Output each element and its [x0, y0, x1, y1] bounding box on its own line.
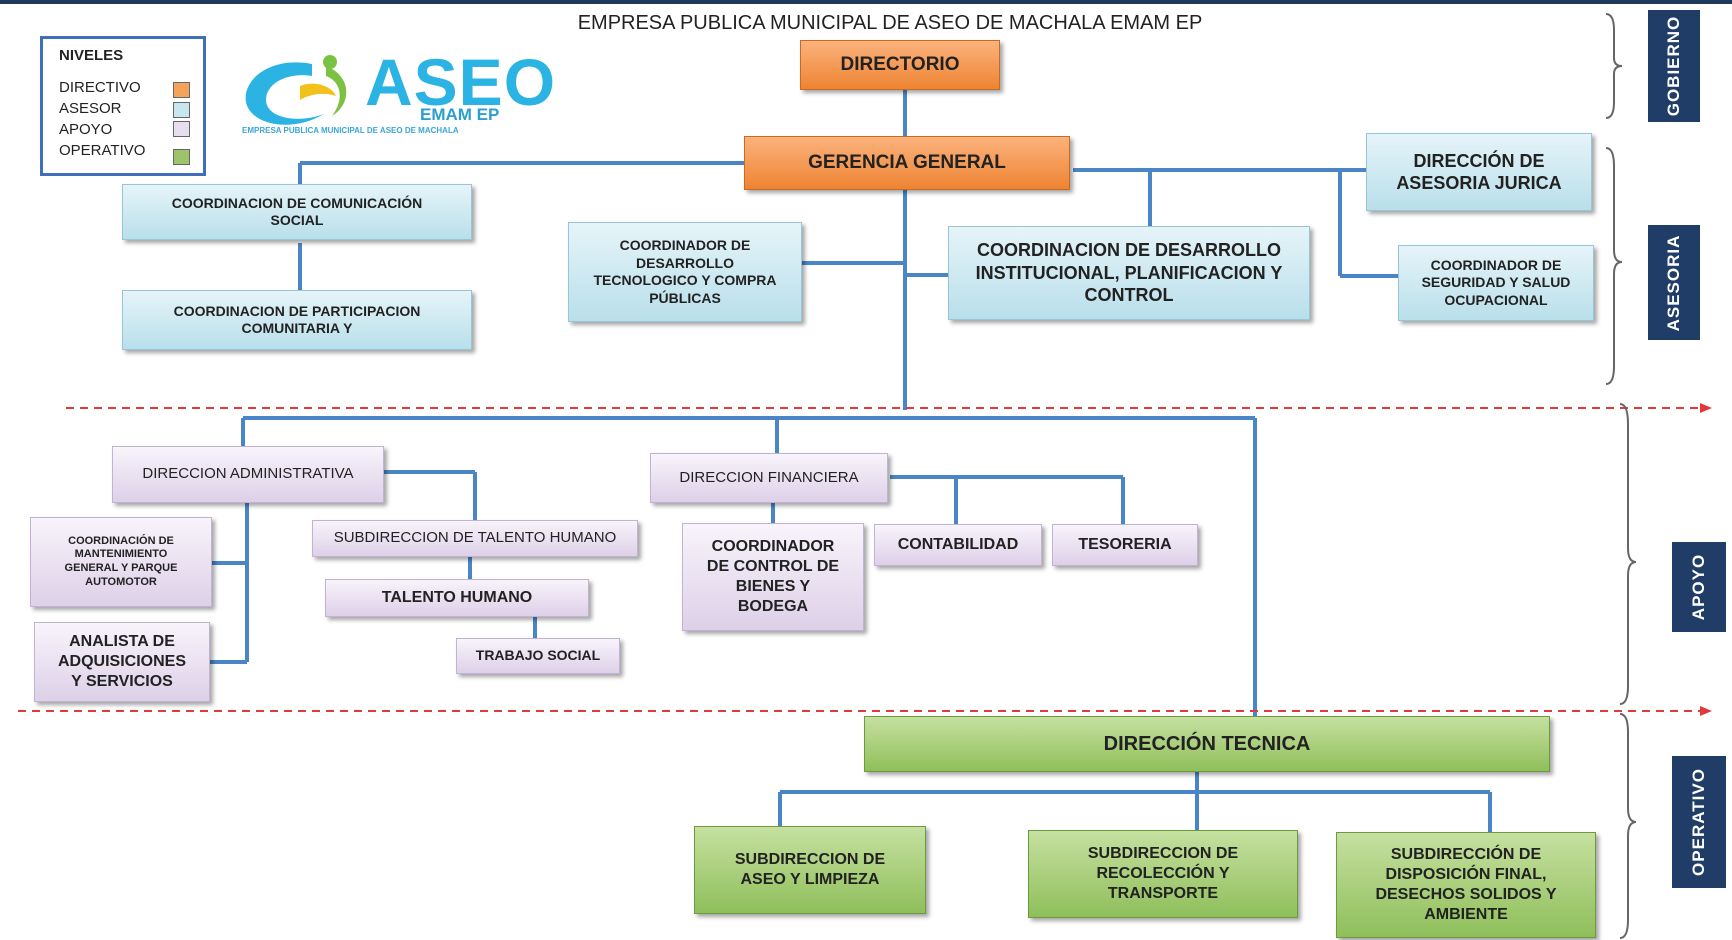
node-tesoreria: TESORERIA [1052, 524, 1198, 566]
node-direccion-administrativa: DIRECCION ADMINISTRATIVA [112, 446, 384, 503]
node-com-social-line1: COORDINACION DE COMUNICACIÓN [171, 194, 423, 211]
node-dir-tecnica-label: DIRECCIÓN TECNICA [1103, 732, 1311, 755]
node-desarrollo-tec-line1: COORDINADOR DE [619, 237, 751, 253]
node-disposicion-final: SUBDIRECCIÓN DE DISPOSICIÓN FINAL, DESECHO… [1336, 832, 1596, 938]
level-apoyo: APOYO [1672, 542, 1726, 632]
node-mantenimiento-line4: AUTOMOTOR [85, 575, 157, 588]
node-disposicion-line2: DISPOSICIÓN FINAL, [1385, 866, 1547, 883]
node-dir-financiera-label: DIRECCION FINANCIERA [679, 468, 859, 486]
node-contabilidad: CONTABILIDAD [874, 524, 1042, 566]
node-desarrollo-tec-line4: PÚBLICAS [649, 289, 721, 306]
node-direccion-tecnica: DIRECCIÓN TECNICA [864, 716, 1550, 772]
level-operativo-label: OPERATIVO [1689, 768, 1708, 876]
node-desarrollo-tec-line3: TECNOLOGICO Y COMPRA [593, 272, 777, 288]
level-gobierno-label: GOBIERNO [1664, 15, 1683, 117]
logo-swirl-icon [245, 55, 347, 125]
node-disposicion-line1: SUBDIRECCIÓN DE [1390, 846, 1542, 863]
legend-swatch-directivo [173, 82, 190, 98]
legend-title: NIVELES [59, 47, 124, 64]
node-participacion-line1: COORDINACION DE PARTICIPACION [173, 302, 421, 319]
node-aseo-line1: SUBDIRECCION DE [734, 851, 886, 868]
node-bienes-line4: BODEGA [737, 598, 809, 615]
node-aseo-line2: ASEO Y LIMPIEZA [740, 871, 880, 888]
node-desarrollo-inst-line1: COORDINACION DE DESARROLLO [976, 240, 1281, 261]
logo-word: ASEO [365, 45, 557, 119]
node-subdir-talento-label: SUBDIRECCION DE TALENTO HUMANO [333, 529, 617, 547]
node-talento-humano: TALENTO HUMANO [325, 579, 589, 617]
legend-label-operativo: OPERATIVO [59, 142, 146, 159]
node-desarrollo-inst-line3: CONTROL [1084, 285, 1174, 306]
legend-label-directivo: DIRECTIVO [59, 79, 141, 96]
node-directorio-label: DIRECTORIO [840, 54, 960, 76]
chart-title: EMPRESA PUBLICA MUNICIPAL DE ASEO DE MAC… [577, 12, 1203, 34]
level-gobierno: GOBIERNO [1648, 10, 1700, 122]
node-dir-admin-label: DIRECCION ADMINISTRATIVA [142, 465, 354, 483]
node-analista-adquisiciones: ANALISTA DE ADQUISICIONES Y SERVICIOS [34, 622, 210, 702]
node-recoleccion-line3: TRANSPORTE [1107, 885, 1219, 902]
node-seguridad-line2: SEGURIDAD Y SALUD [1421, 274, 1571, 291]
level-apoyo-label: APOYO [1689, 553, 1708, 621]
level-asesoria-label: ASESORIA [1664, 234, 1683, 331]
node-mantenimiento-line3: GENERAL Y PARQUE [64, 562, 178, 574]
node-desarrollo-inst-line2: INSTITUCIONAL, PLANIFICACION Y [975, 262, 1283, 283]
node-disposicion-line3: DESECHOS SOLIDOS Y [1375, 886, 1557, 903]
node-bienes-line3: BIENES Y [735, 578, 811, 595]
node-trabajo-social-label: TRABAJO SOCIAL [475, 647, 601, 664]
node-disposicion-line4: AMBIENTE [1424, 906, 1508, 923]
node-gerencia-general: GERENCIA GENERAL [744, 136, 1070, 190]
node-com-social-line2: SOCIAL [270, 212, 324, 228]
node-mantenimiento-line2: MANTENIMIENTO [74, 548, 168, 561]
node-control-bienes-bodega: COORDINADOR DE CONTROL DE BIENES Y BODEGA [682, 523, 864, 631]
node-contabilidad-label: CONTABILIDAD [897, 536, 1019, 553]
node-bienes-line1: COORDINADOR [711, 538, 835, 555]
node-bienes-line2: DE CONTROL DE [706, 558, 840, 575]
node-participacion-line2: COMUNITARIA Y [241, 320, 353, 336]
node-desarrollo-tec-line2: DESARROLLO [636, 254, 734, 271]
top-border [0, 0, 1732, 4]
legend-swatch-asesor [173, 102, 190, 118]
node-seguridad-line1: COORDINADOR DE [1430, 256, 1562, 273]
node-recoleccion-transporte: SUBDIRECCION DE RECOLECCIÓN Y TRANSPORTE [1028, 830, 1298, 918]
legend-swatch-apoyo [173, 121, 190, 137]
node-asesoria-juridica-line2: ASESORIA JURICA [1396, 173, 1562, 193]
node-adquisiciones-line2: ADQUISICIONES [57, 653, 186, 670]
node-subdireccion-talento-humano: SUBDIRECCION DE TALENTO HUMANO [312, 520, 638, 557]
node-adquisiciones-line1: ANALISTA DE [69, 633, 175, 650]
level-operativo: OPERATIVO [1672, 756, 1726, 888]
node-recoleccion-line1: SUBDIRECCION DE [1087, 845, 1239, 862]
node-direccion-financiera: DIRECCION FINANCIERA [650, 453, 888, 503]
legend: NIVELES DIRECTIVO ASESOR APOYO OPERATIVO [40, 36, 206, 176]
node-seguridad-line3: OCUPACIONAL [1444, 291, 1548, 308]
legend-swatch-operativo [173, 149, 190, 165]
node-directorio: DIRECTORIO [800, 40, 1000, 90]
node-mantenimiento-line1: COORDINACIÓN DE [68, 534, 174, 547]
logo-sub: EMAM EP [420, 105, 500, 124]
legend-label-asesor: ASESOR [59, 100, 122, 117]
node-talento-label: TALENTO HUMANO [381, 589, 533, 606]
node-gerencia-label: GERENCIA GENERAL [808, 152, 1006, 174]
node-trabajo-social: TRABAJO SOCIAL [456, 638, 620, 674]
level-asesoria: ASESORIA [1648, 225, 1700, 340]
node-asesoria-juridica-line1: DIRECCIÓN DE [1413, 150, 1545, 171]
node-tesoreria-label: TESORERIA [1078, 536, 1172, 553]
node-aseo-limpieza: SUBDIRECCION DE ASEO Y LIMPIEZA [694, 826, 926, 914]
legend-label-apoyo: APOYO [59, 121, 113, 138]
logo-tagline: EMPRESA PUBLICA MUNICIPAL DE ASEO DE MAC… [242, 126, 459, 135]
node-adquisiciones-line3: Y SERVICIOS [71, 673, 173, 690]
aseo-logo: ASEO EMAM EP EMPRESA PUBLICA MUNICIPAL D… [240, 45, 590, 145]
node-recoleccion-line2: RECOLECCIÓN Y [1096, 865, 1230, 882]
